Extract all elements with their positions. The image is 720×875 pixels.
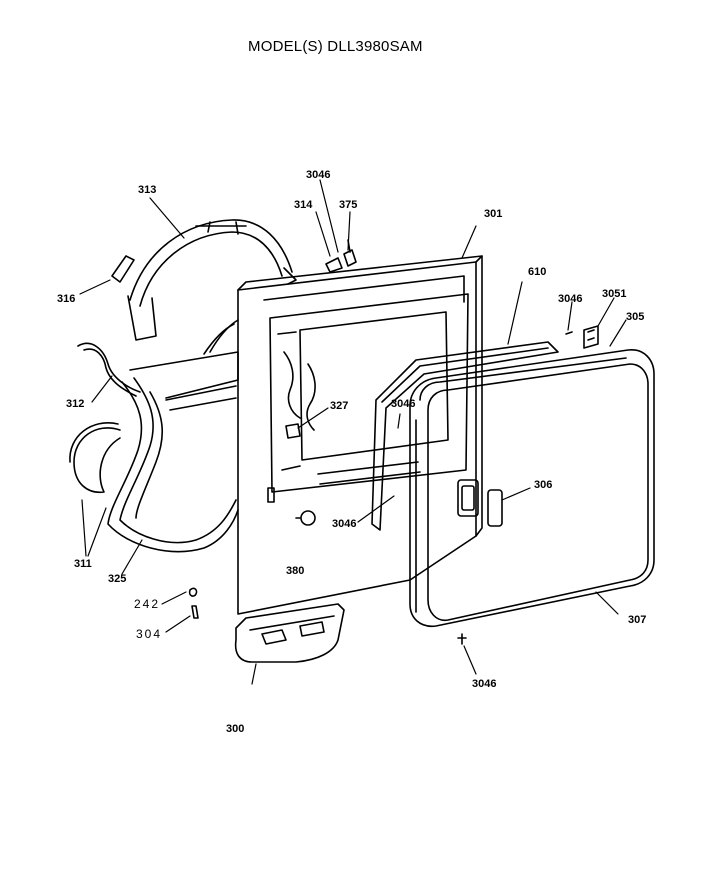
part-3046-screw-right: [565, 331, 573, 335]
part-327-switch: [283, 351, 316, 439]
part-label-311: 311: [74, 558, 92, 570]
part-label-327: 327: [330, 400, 349, 412]
part-label-306: 306: [534, 479, 553, 491]
part-242-clip: [188, 587, 198, 597]
part-label-242: 242: [134, 597, 161, 611]
part-label-325: 325: [108, 573, 127, 585]
part-316-strip: [111, 255, 135, 283]
part-label-305: 305: [626, 311, 645, 323]
part-304-screw: [191, 605, 199, 619]
part-313-bracket: [127, 219, 297, 341]
part-label-3046-mid: 3046: [391, 398, 416, 410]
part-label-3046-lower: 3046: [332, 518, 357, 530]
part-306-handle: [457, 479, 503, 527]
part-label-301: 301: [484, 208, 503, 220]
leader-lines: [79, 179, 627, 685]
part-label-3046-top: 3046: [306, 169, 331, 181]
part-label-375: 375: [339, 199, 358, 211]
part-305-door: [409, 349, 655, 628]
part-300-toe-panel: [234, 603, 345, 663]
part-label-314: 314: [294, 199, 313, 211]
part-label-300: 300: [226, 723, 245, 735]
part-label-380: 380: [286, 565, 305, 577]
part-label-316: 316: [57, 293, 76, 305]
part-label-307: 307: [628, 614, 647, 626]
part-301-front-panel: [237, 255, 483, 615]
diagram-title: MODEL(S) DLL3980SAM: [248, 38, 423, 55]
part-label-3046-right: 3046: [558, 293, 583, 305]
part-label-312: 312: [66, 398, 85, 410]
part-311-ring: [69, 422, 121, 493]
part-325-duct: [107, 351, 239, 553]
part-3046-screw-door: [457, 633, 467, 645]
part-3051-hinge: [583, 325, 599, 349]
part-label-304: 304: [136, 627, 163, 641]
part-label-313: 313: [138, 184, 157, 196]
part-label-3051: 3051: [602, 288, 627, 300]
part-label-3046-bottom: 3046: [472, 678, 497, 690]
part-610-gasket: [371, 341, 559, 531]
part-380-knob: [295, 510, 316, 526]
part-312-cord: [77, 319, 239, 397]
part-label-610: 610: [528, 266, 547, 278]
